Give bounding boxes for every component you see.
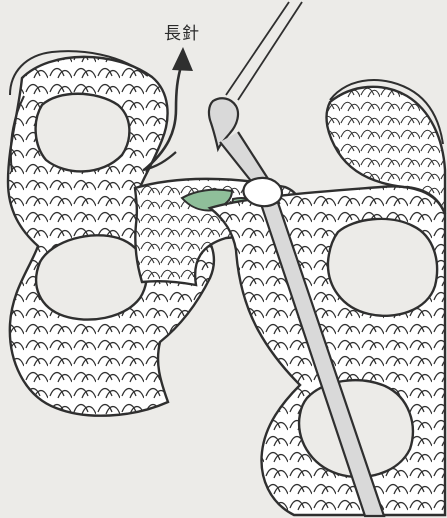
- diagram-svg: [0, 0, 447, 518]
- crochet-illustration: 長針: [0, 0, 447, 518]
